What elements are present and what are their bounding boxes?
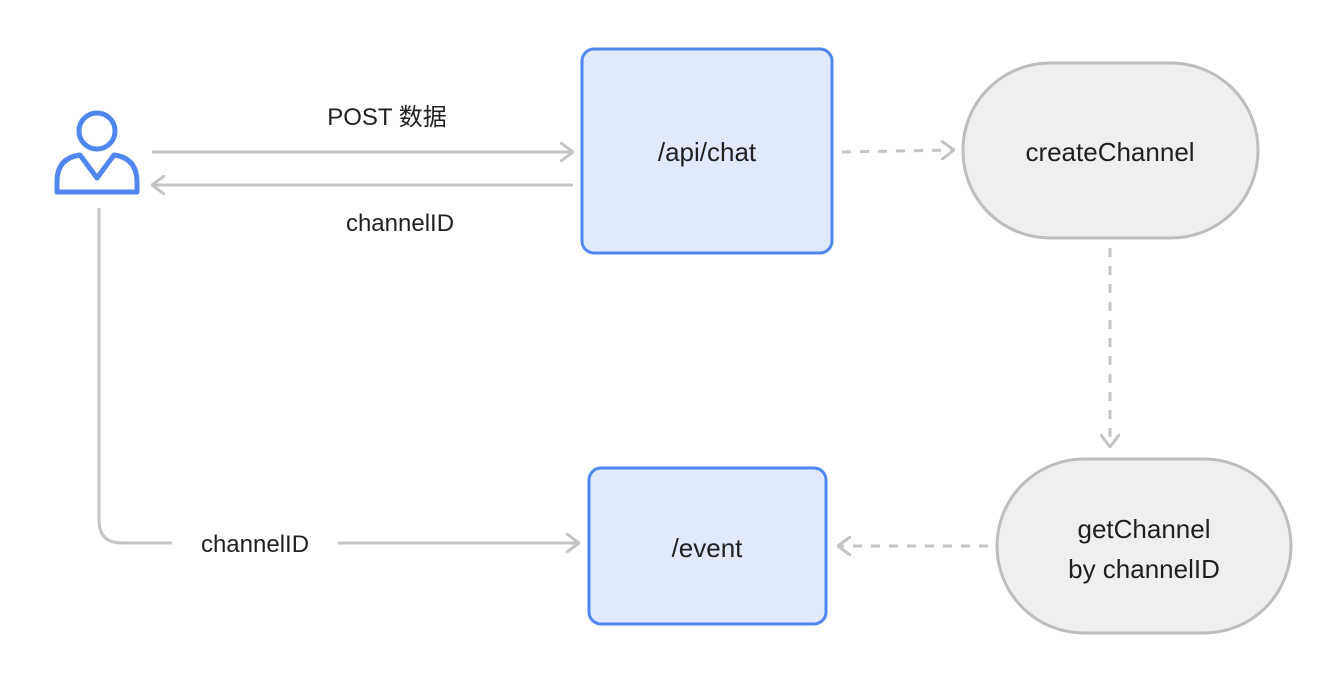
user-to-event-line <box>97 208 172 545</box>
api-to-create-dashed-arrow <box>841 150 954 152</box>
channel-id-event-label: channelID <box>201 531 309 558</box>
get-channel-label-line1: getChannel <box>1078 514 1211 544</box>
post-data-label: POST 数据 <box>327 104 447 131</box>
create-channel-label: createChannel <box>1025 137 1194 167</box>
create-channel-node: createChannel <box>961 61 1260 240</box>
user-icon <box>54 110 140 195</box>
channel-id-return-label: channelID <box>346 210 454 237</box>
api-chat-node: /api/chat <box>580 47 834 255</box>
get-channel-label-line2: by channelID <box>1068 554 1220 584</box>
event-node: /event <box>587 466 828 626</box>
event-label: /event <box>672 533 744 563</box>
get-channel-node: getChannel by channelID <box>995 457 1293 635</box>
api-chat-label: /api/chat <box>658 137 757 167</box>
